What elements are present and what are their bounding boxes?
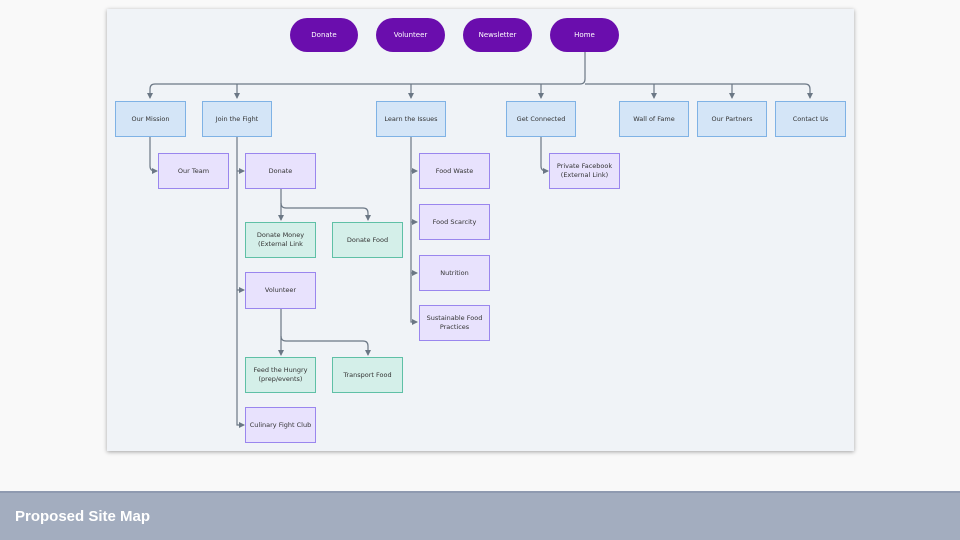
node-join-the-fight: Join the Fight — [202, 101, 272, 137]
node-food-scarcity: Food Scarcity — [419, 204, 490, 240]
node-donate-food: Donate Food — [332, 222, 403, 258]
node-food-waste: Food Waste — [419, 153, 490, 189]
nav-donate-button[interactable]: Donate — [290, 18, 358, 52]
nav-volunteer-button[interactable]: Volunteer — [376, 18, 445, 52]
footer-divider — [0, 491, 960, 493]
node-donate: Donate — [245, 153, 316, 189]
node-wall-of-fame: Wall of Fame — [619, 101, 689, 137]
node-learn-the-issues: Learn the Issues — [376, 101, 446, 137]
nav-newsletter-button[interactable]: Newsletter — [463, 18, 532, 52]
node-get-connected: Get Connected — [506, 101, 576, 137]
node-our-team: Our Team — [158, 153, 229, 189]
node-our-partners: Our Partners — [697, 101, 767, 137]
node-nutrition: Nutrition — [419, 255, 490, 291]
nav-home-button[interactable]: Home — [550, 18, 619, 52]
node-transport-food: Transport Food — [332, 357, 403, 393]
node-feed-the-hungry: Feed the Hungry (prep/events) — [245, 357, 316, 393]
slide-title: Proposed Site Map — [15, 508, 151, 525]
node-our-mission: Our Mission — [115, 101, 186, 137]
node-culinary-fight-club: Culinary Fight Club — [245, 407, 316, 443]
node-contact-us: Contact Us — [775, 101, 846, 137]
node-private-facebook: Private Facebook (External Link) — [549, 153, 620, 189]
node-donate-money: Donate Money (External Link — [245, 222, 316, 258]
node-volunteer: Volunteer — [245, 272, 316, 309]
node-sustainable-food-practices: Sustainable Food Practices — [419, 305, 490, 341]
footer-bar — [0, 491, 960, 540]
